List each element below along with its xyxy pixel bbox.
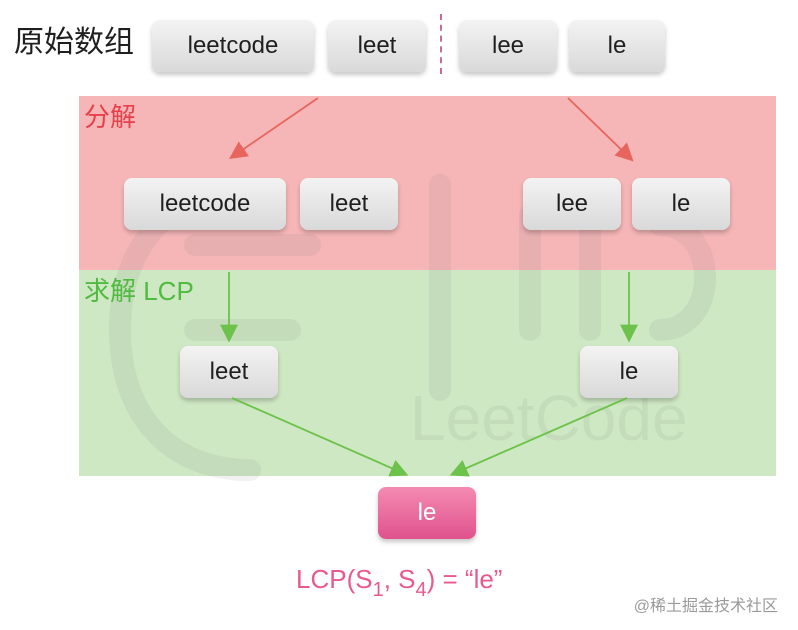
original-item-le: le bbox=[569, 20, 665, 72]
solve-item-le: le bbox=[580, 346, 678, 398]
divide-item-leetcode: leetcode bbox=[124, 178, 286, 230]
solve-stage-label: 求解 LCP bbox=[84, 276, 194, 306]
divide-item-lee: lee bbox=[523, 178, 621, 230]
result-box: le bbox=[378, 487, 476, 539]
original-array-title: 原始数组 bbox=[14, 25, 134, 60]
original-item-leet: leet bbox=[328, 20, 426, 72]
divide-item-le: le bbox=[632, 178, 730, 230]
merge-arrow-left bbox=[231, 397, 409, 477]
formula-sub-4: 4 bbox=[415, 579, 427, 601]
original-item-leetcode: leetcode bbox=[152, 20, 314, 72]
divide-item-leet: leet bbox=[300, 178, 398, 230]
credit-watermark: @稀土掘金技术社区 bbox=[633, 598, 778, 615]
formula-suffix: ) = “le” bbox=[426, 564, 503, 594]
original-item-lee: lee bbox=[459, 20, 557, 72]
merge-arrow-right bbox=[449, 397, 628, 477]
lcp-formula: LCP(S1, S4) = “le” bbox=[296, 566, 502, 600]
formula-middle: , S bbox=[383, 564, 416, 594]
divide-arrow-right bbox=[567, 97, 634, 162]
divide-stage-label: 分解 bbox=[84, 102, 137, 132]
formula-prefix: LCP(S bbox=[296, 564, 373, 594]
split-divider bbox=[440, 14, 442, 74]
formula-sub-1: 1 bbox=[372, 579, 384, 601]
divide-arrow-left bbox=[229, 97, 319, 160]
solve-item-leet: leet bbox=[180, 346, 278, 398]
